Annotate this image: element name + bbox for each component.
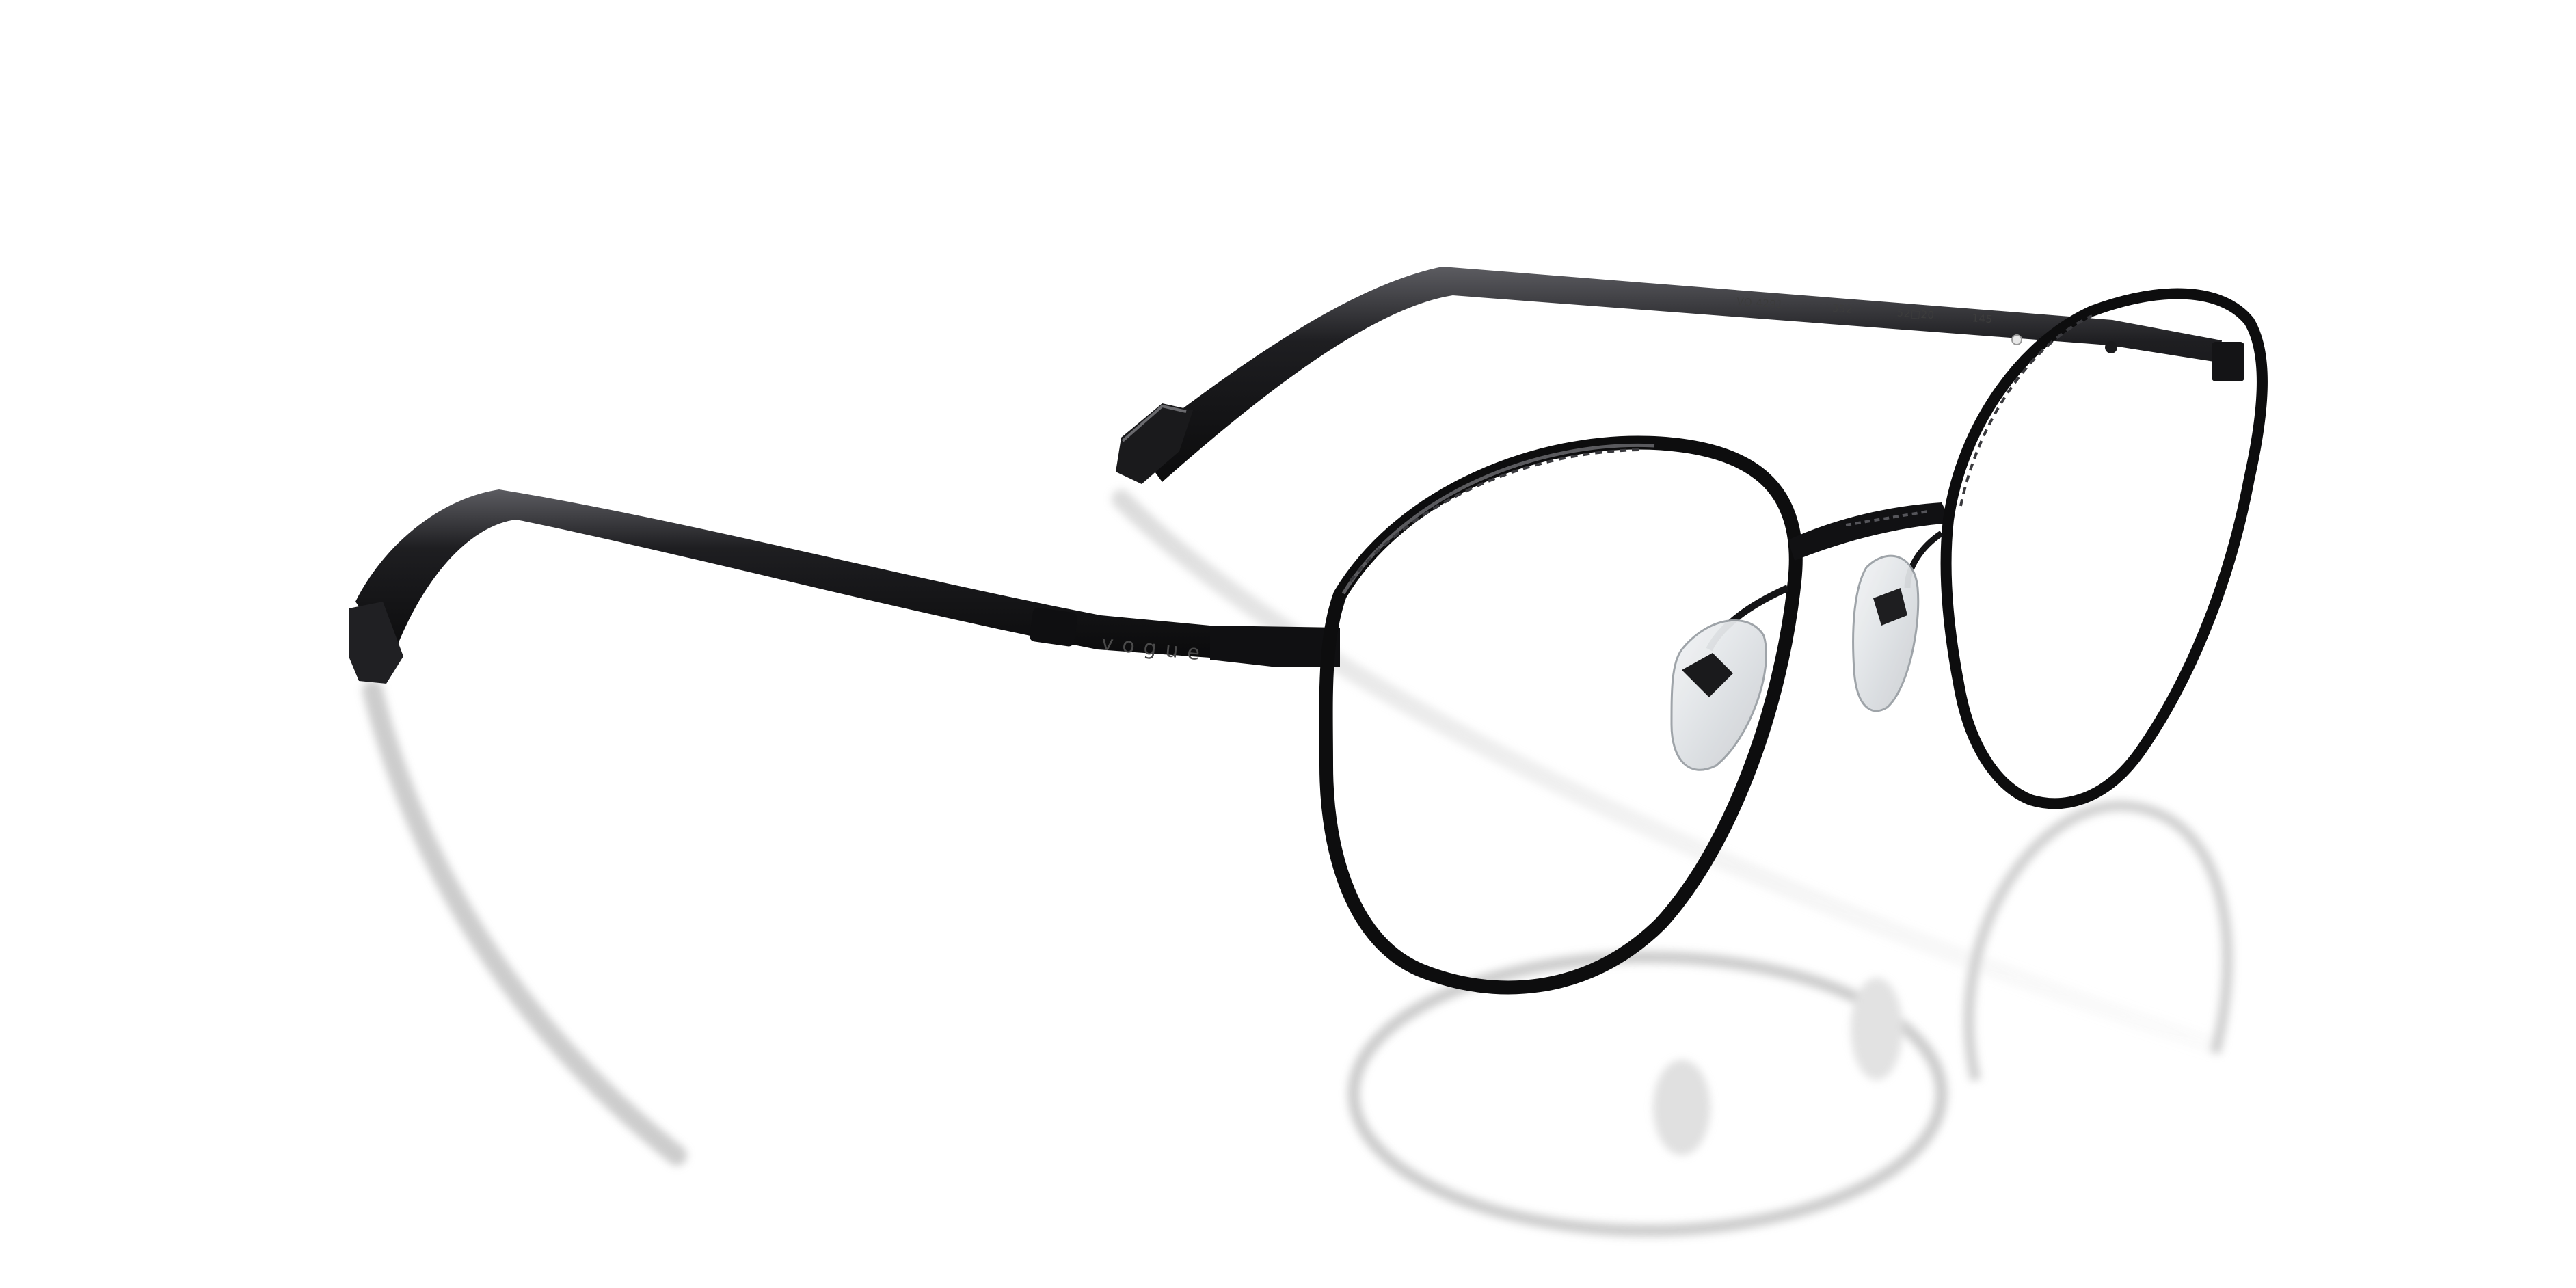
bridge: [1788, 502, 1952, 561]
imprint-temple-length: 145: [1972, 312, 1993, 325]
back-temple: [1116, 267, 2244, 484]
imprint-color-code: 352: [1832, 302, 1853, 316]
imprint-size: 52□20: [1896, 306, 1935, 321]
lens-rim-far: [1940, 288, 2268, 809]
nose-pads: [1670, 531, 1944, 771]
imprint-model: VO 4291: [1736, 295, 1784, 311]
temple-imprint: VO 4291 352 52□20 145: [1736, 295, 1993, 325]
floor-reflection: [362, 489, 2233, 1237]
lens-rim-near: [1319, 435, 1803, 995]
front-temple: [349, 489, 1340, 684]
rivet: [2105, 341, 2117, 353]
logo-dot: [2011, 334, 2022, 345]
